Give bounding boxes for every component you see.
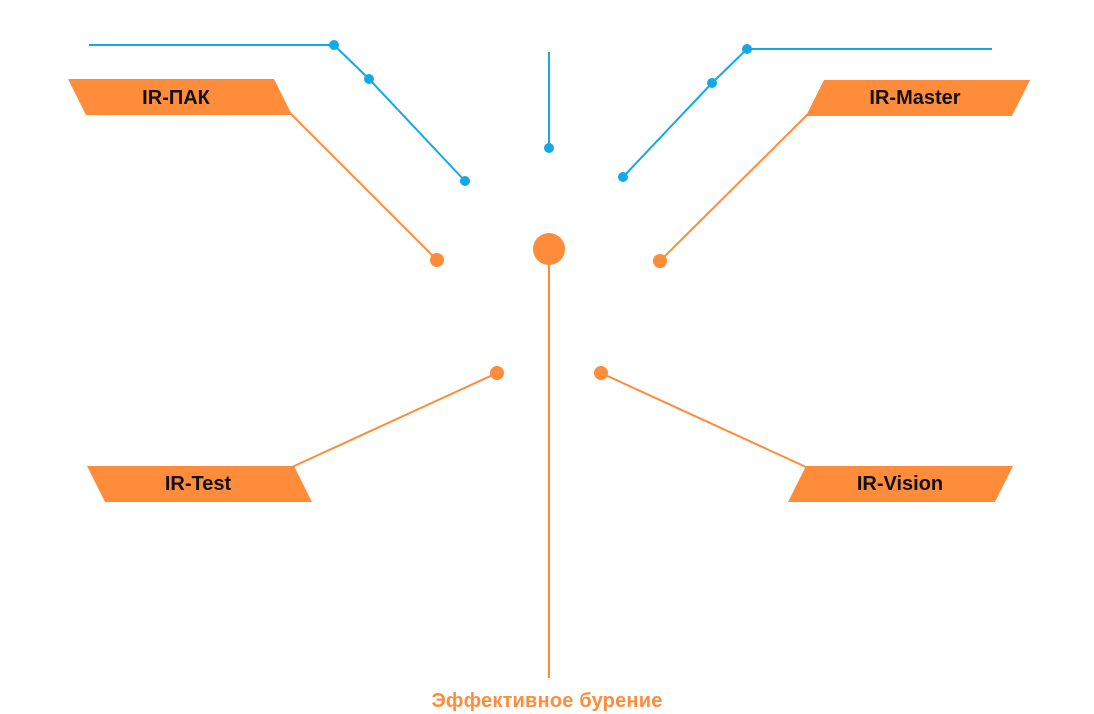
orange-dot (430, 253, 444, 267)
tag-ir-test-label: IR-Test (165, 473, 232, 495)
orange-connectors (289, 112, 809, 678)
orange-dot (594, 366, 608, 380)
orange-line-ir-master (659, 113, 809, 262)
tag-ir-vision-label: IR-Vision (857, 473, 943, 495)
tag-ir-pak-label: IR-ПАК (142, 87, 210, 109)
orange-dots (430, 233, 667, 380)
tag-ir-test[interactable]: IR-Test (87, 466, 312, 502)
blue-line-left (89, 44, 466, 182)
blue-dot (460, 176, 470, 186)
blue-connectors (89, 44, 992, 182)
footer-caption: Эффективное бурение (431, 690, 663, 712)
blue-dot (742, 44, 752, 54)
blue-dots (329, 40, 752, 186)
tag-ir-master[interactable]: IR-Master (806, 80, 1030, 116)
center-hub-dot (533, 233, 565, 265)
orange-line-ir-vision (600, 372, 807, 468)
tag-ir-pak[interactable]: IR-ПАК (68, 79, 292, 115)
blue-line-right (622, 48, 992, 178)
tag-ir-test-shape (87, 466, 312, 502)
blue-dot (364, 74, 374, 84)
orange-line-ir-pak (289, 112, 438, 261)
blue-dot (329, 40, 339, 50)
tag-ir-vision[interactable]: IR-Vision (788, 466, 1013, 502)
blue-dot (544, 143, 554, 153)
tag-ir-pak-shape (68, 79, 292, 115)
tag-ir-vision-shape (788, 466, 1013, 502)
orange-line-ir-test (291, 372, 498, 468)
orange-dot (653, 254, 667, 268)
tag-ir-master-label: IR-Master (869, 87, 960, 109)
blue-dot (618, 172, 628, 182)
tag-ir-master-shape (806, 80, 1030, 116)
blue-dot (707, 78, 717, 88)
orange-dot (490, 366, 504, 380)
